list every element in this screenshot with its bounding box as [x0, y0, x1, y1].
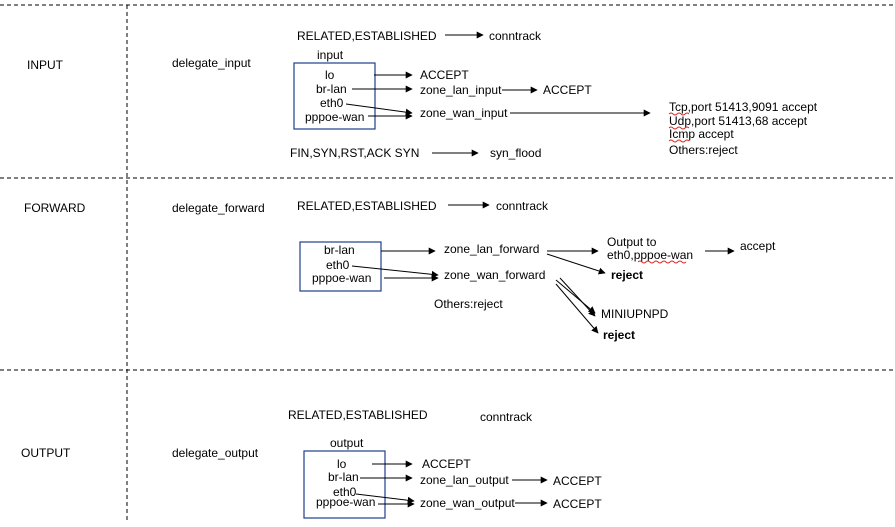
forward-zone-wan-to-miniupnpd-arrow-a — [555, 279, 596, 314]
forward-zone-lan: zone_lan_forward — [444, 242, 539, 256]
forward-others-reject-label: Others:reject — [434, 297, 503, 311]
forward-iface-eth0: eth0 — [326, 258, 350, 272]
input-wan-rule-tcp: Tcp,port 51413,9091 accept — [669, 100, 818, 114]
input-interface-box — [293, 62, 376, 130]
output-accept-wan: ACCEPT — [553, 497, 602, 511]
spellcheck-squiggle-icmp — [668, 139, 690, 143]
output-iface-eth0: eth0 — [333, 485, 357, 499]
input-iface-lo: lo — [325, 68, 335, 82]
delegate-input-label: delegate_input — [172, 56, 251, 70]
output-zone-wan: zone_wan_output — [420, 496, 515, 510]
input-flags-label: FIN,SYN,RST,ACK SYN — [290, 146, 419, 160]
input-iface-br-lan: br-lan — [316, 82, 347, 96]
delegate-output-label: delegate_output — [172, 446, 259, 460]
forward-output-to-line2: eth0,pppoe-wan — [607, 248, 693, 262]
chain-label-forward: FORWARD — [24, 201, 86, 215]
output-interface-box — [303, 450, 386, 519]
input-eth0-arrow — [345, 103, 413, 116]
forward-zone-wan: zone_wan_forward — [444, 268, 545, 282]
output-eth0-arrow — [355, 493, 415, 504]
output-box-title: output — [330, 436, 364, 450]
spellcheck-squiggle-tcp — [668, 112, 690, 116]
input-wan-rule-icmp: Icmp accept — [669, 127, 734, 141]
input-zone-lan: zone_lan_input — [420, 83, 502, 97]
forward-interface-box — [299, 241, 382, 292]
output-iface-pppoe: pppoe-wan — [316, 495, 375, 509]
forward-accept-label: accept — [740, 239, 776, 253]
forward-miniupnpd-label: MINIUPNPD — [601, 307, 669, 321]
delegate-forward-label: delegate_forward — [172, 201, 265, 215]
input-iface-pppoe: pppoe-wan — [305, 110, 364, 124]
output-iface-br-lan: br-lan — [328, 470, 359, 484]
input-accept-lan: ACCEPT — [543, 83, 592, 97]
grid-lines — [0, 4, 895, 522]
output-conntrack-label: conntrack — [480, 410, 533, 424]
input-section: INPUT delegate_input RELATED,ESTABLISHED… — [27, 29, 818, 160]
output-established-label: RELATED,ESTABLISHED — [288, 408, 428, 422]
input-zone-wan: zone_wan_input — [420, 106, 508, 120]
forward-conntrack-label: conntrack — [496, 199, 549, 213]
output-iface-lo: lo — [337, 457, 347, 471]
output-zone-lan: zone_lan_output — [420, 473, 509, 487]
forward-zone-lan-to-reject-arrow — [546, 253, 606, 275]
input-syn-flood-label: syn_flood — [490, 146, 541, 160]
input-accept-lo: ACCEPT — [420, 68, 469, 82]
input-wan-rule-udp: Udp,port 51413,68 accept — [669, 114, 808, 128]
output-accept-lan: ACCEPT — [553, 474, 602, 488]
forward-output-to-line1: Output to — [607, 235, 657, 249]
input-conntrack-label: conntrack — [489, 29, 542, 43]
forward-reject-lan-label: reject — [611, 268, 643, 282]
forward-established-label: RELATED,ESTABLISHED — [297, 199, 437, 213]
spellcheck-squiggle-udp — [668, 126, 690, 130]
output-accept-lo: ACCEPT — [422, 457, 471, 471]
input-established-label: RELATED,ESTABLISHED — [297, 29, 437, 43]
forward-iface-br-lan: br-lan — [324, 243, 355, 257]
forward-zone-wan-to-miniupnpd-arrow-b — [559, 277, 596, 317]
forward-reject-wan-label: reject — [603, 328, 635, 342]
output-section: OUTPUT delegate_output RELATED,ESTABLISH… — [21, 408, 602, 519]
forward-zone-wan-to-reject-arrow — [555, 283, 599, 334]
input-wan-rule-others: Others:reject — [669, 143, 738, 157]
forward-eth0-arrow — [351, 265, 439, 278]
forward-iface-pppoe: pppoe-wan — [312, 271, 371, 285]
input-box-title: input — [317, 48, 344, 62]
chain-label-input: INPUT — [27, 58, 64, 72]
forward-section: FORWARD delegate_forward RELATED,ESTABLI… — [24, 199, 776, 342]
input-iface-eth0: eth0 — [320, 96, 344, 110]
spellcheck-squiggle-pppoe — [637, 260, 687, 264]
chain-label-output: OUTPUT — [21, 446, 71, 460]
